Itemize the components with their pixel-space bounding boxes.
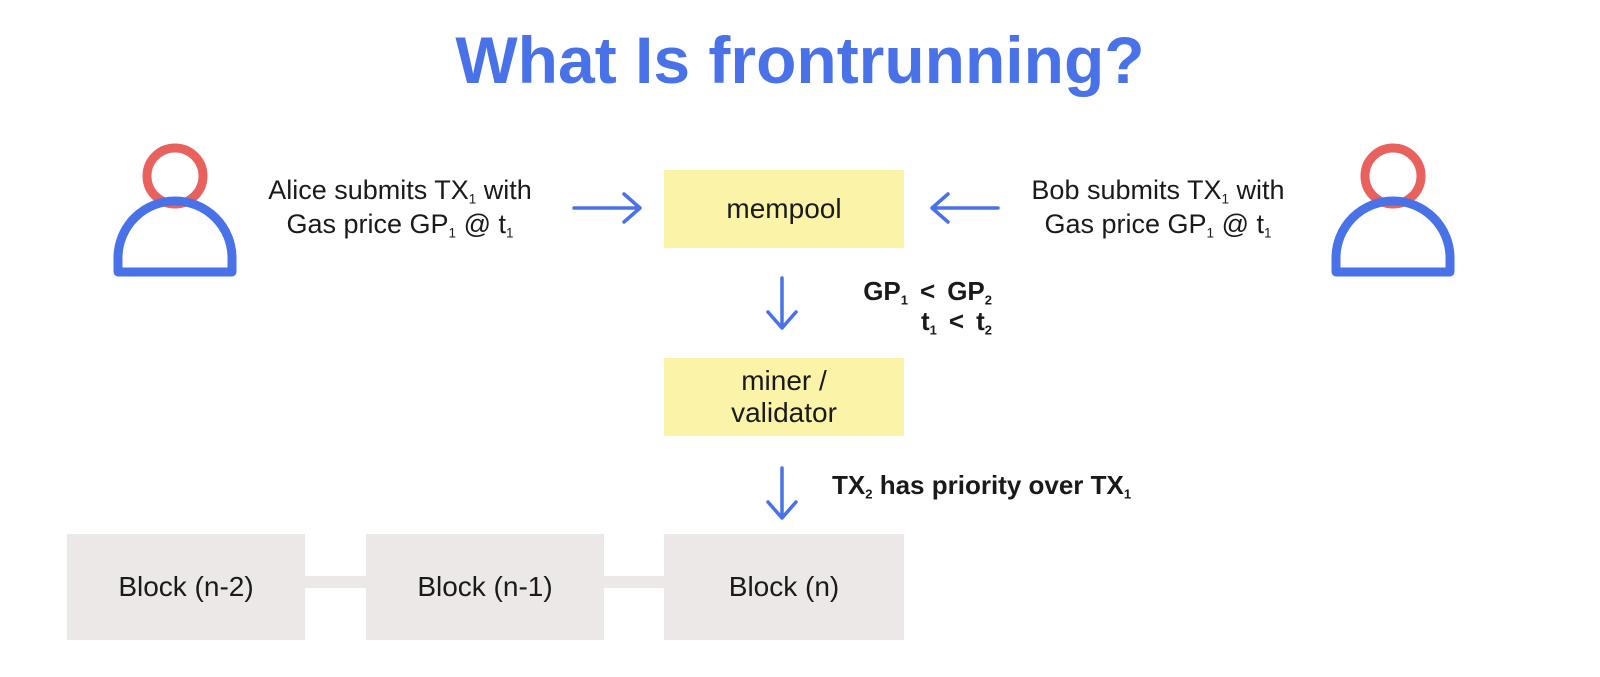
block-connector <box>603 576 665 588</box>
bob-person-icon <box>1331 143 1455 277</box>
mempool-box: mempool <box>664 170 904 248</box>
page-title: What Is frontrunning? <box>455 23 1145 97</box>
alice-caption-line1: Alice submits TX1 with <box>268 175 532 207</box>
mempool-label: mempool <box>726 193 842 224</box>
bob-caption: Bob submits TX1 with Gas price GP1 @ t1 <box>978 173 1338 241</box>
priority-note: TX2 has priority over TX1 <box>832 470 1132 502</box>
arrow-left-icon <box>930 192 1000 224</box>
block-label: Block (n-2) <box>118 571 254 602</box>
block-label: Block (n) <box>728 571 840 602</box>
gas-condition: GP1<GP2 t1<t2 <box>832 276 992 338</box>
gas-price-comparison: GP1<GP2 <box>863 276 992 308</box>
bob-caption-line2: Gas price GP1 @ t1 <box>1044 209 1272 241</box>
block-n-minus-2: Block (n-2) <box>67 534 305 640</box>
block-label: Block (n-1) <box>417 571 553 602</box>
bob-caption-line1: Bob submits TX1 with <box>1031 175 1285 207</box>
miner-label-line2: validator <box>731 397 837 428</box>
arrow-down-icon <box>766 276 798 330</box>
time-comparison: t1<t2 <box>921 306 992 338</box>
alice-caption-line2: Gas price GP1 @ t1 <box>286 209 514 241</box>
alice-person-icon <box>113 143 237 277</box>
block-n: Block (n) <box>664 534 904 640</box>
miner-label-line1: miner / <box>741 365 827 396</box>
block-n-minus-1: Block (n-1) <box>366 534 604 640</box>
block-connector <box>305 576 367 588</box>
arrow-right-icon <box>572 192 642 224</box>
alice-caption: Alice submits TX1 with Gas price GP1 @ t… <box>220 173 580 241</box>
arrow-down-icon <box>766 466 798 520</box>
miner-validator-box: miner / validator <box>664 358 904 436</box>
